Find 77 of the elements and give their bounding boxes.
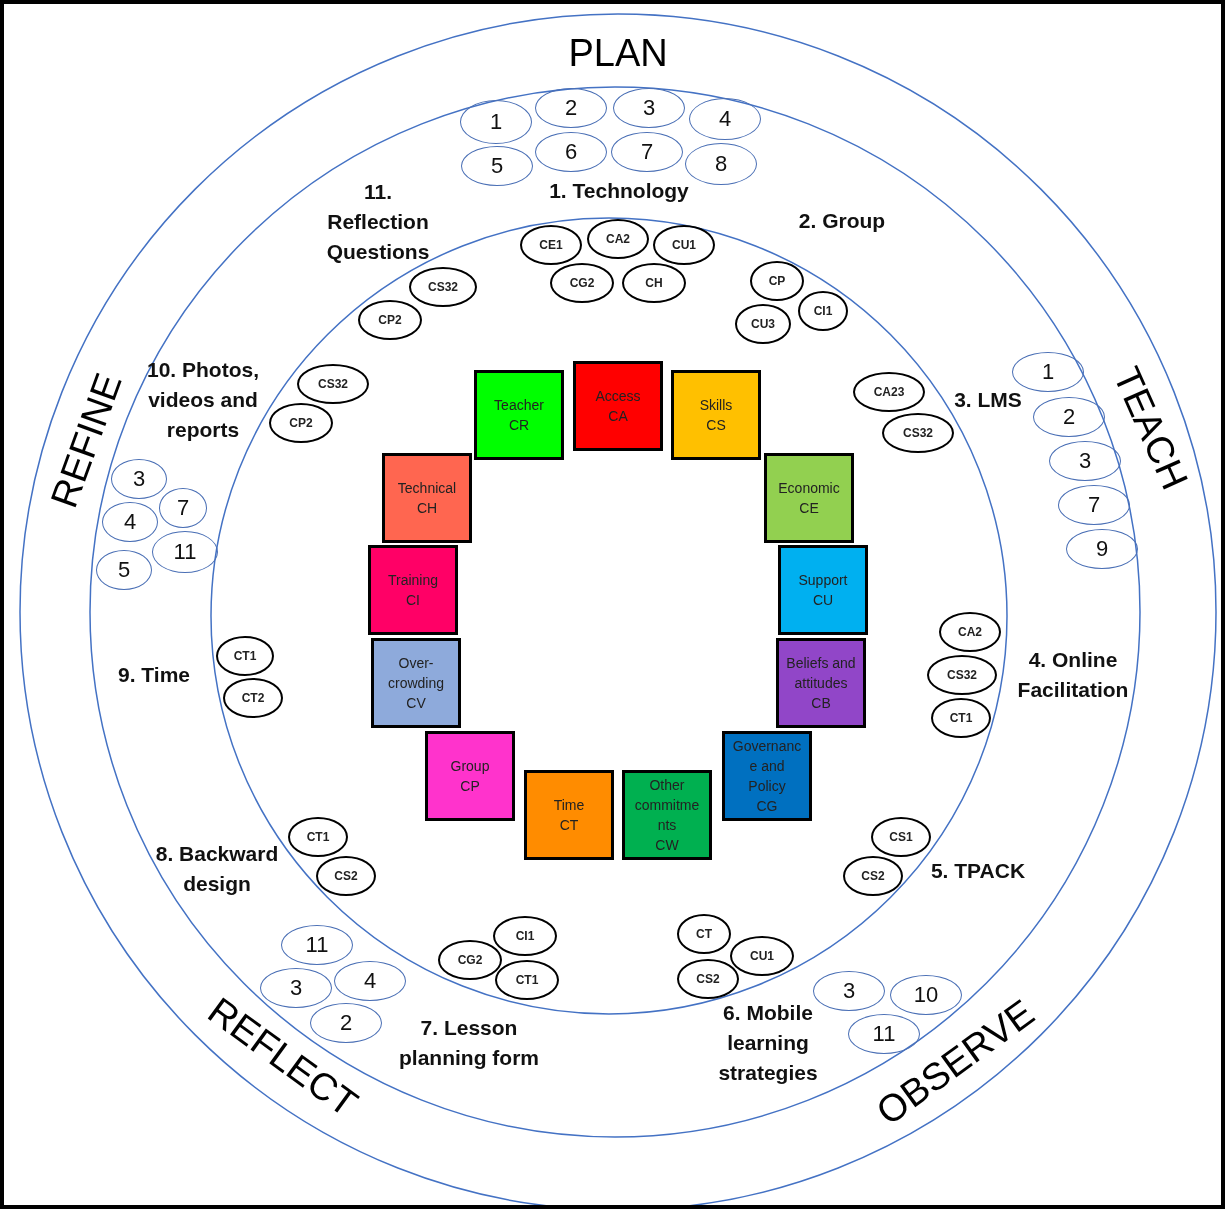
code-ellipse: CS32 bbox=[409, 267, 477, 307]
code-ellipse: CS2 bbox=[843, 856, 903, 896]
category-name: Skills bbox=[699, 396, 733, 415]
category-code: CG bbox=[756, 797, 778, 816]
category-code: CP bbox=[460, 777, 480, 796]
code-ellipse: CS2 bbox=[677, 959, 739, 999]
code-ellipse: CT1 bbox=[288, 817, 348, 857]
theme-label: 2. Group bbox=[797, 208, 887, 234]
category-name: Training bbox=[387, 571, 439, 590]
category-square bbox=[524, 770, 614, 860]
category-name: Beliefs and attitudes bbox=[785, 654, 857, 693]
category-square bbox=[622, 770, 712, 860]
category-name: Other commitments bbox=[633, 776, 701, 835]
category-code: CR bbox=[508, 416, 530, 435]
category-name: Teacher bbox=[494, 396, 544, 415]
category-square bbox=[382, 453, 472, 543]
code-ellipse: CA2 bbox=[939, 612, 1001, 652]
category-square bbox=[776, 638, 866, 728]
theme-label: 7. Lesson planning form bbox=[399, 1015, 539, 1071]
code-ellipse: CT bbox=[677, 914, 731, 954]
category-name: Economic bbox=[778, 479, 840, 498]
category-square bbox=[671, 370, 761, 460]
category-code: CT bbox=[559, 816, 579, 835]
code-ellipse: CS32 bbox=[927, 655, 997, 695]
code-ellipse: CA2 bbox=[587, 219, 649, 259]
category-name: Governance and Policy bbox=[731, 737, 803, 796]
theme-label: 10. Photos, videos and reports bbox=[146, 357, 260, 443]
code-ellipse: CI1 bbox=[493, 916, 557, 956]
category-name: Time bbox=[553, 796, 585, 815]
code-ellipse: CT2 bbox=[223, 678, 283, 718]
category-code: CS bbox=[706, 416, 726, 435]
code-ellipse: CP2 bbox=[358, 300, 422, 340]
category-code: CV bbox=[406, 694, 426, 713]
category-square bbox=[474, 370, 564, 460]
category-code: CU bbox=[812, 591, 834, 610]
category-name: Over-crowding bbox=[387, 654, 445, 693]
code-ellipse: CS32 bbox=[297, 364, 369, 404]
code-ellipse: CS2 bbox=[316, 856, 376, 896]
category-square bbox=[778, 545, 868, 635]
category-square bbox=[368, 545, 458, 635]
category-square bbox=[573, 361, 663, 451]
category-square bbox=[425, 731, 515, 821]
category-square bbox=[722, 731, 812, 821]
code-ellipse: CU1 bbox=[653, 225, 715, 265]
category-code: CH bbox=[416, 499, 438, 518]
code-ellipse: CU1 bbox=[730, 936, 794, 976]
code-ellipse: CT1 bbox=[216, 636, 274, 676]
category-square bbox=[764, 453, 854, 543]
code-ellipse: CP bbox=[750, 261, 804, 301]
code-ellipse: CI1 bbox=[798, 291, 848, 331]
category-code: CI bbox=[406, 591, 420, 610]
category-square bbox=[371, 638, 461, 728]
code-ellipse: CT1 bbox=[495, 960, 559, 1000]
code-ellipse: CS32 bbox=[882, 413, 954, 453]
code-ellipse: CU3 bbox=[735, 304, 791, 344]
category-name: Technical bbox=[397, 479, 457, 498]
category-name: Access bbox=[595, 387, 641, 406]
code-ellipse: CH bbox=[622, 263, 686, 303]
theme-label: 9. Time bbox=[117, 662, 191, 688]
code-ellipse: CE1 bbox=[520, 225, 582, 265]
category-code: CW bbox=[655, 836, 679, 855]
category-name: Group bbox=[450, 757, 490, 776]
stage-heading: PLAN bbox=[568, 31, 668, 75]
code-ellipse: CG2 bbox=[550, 263, 614, 303]
theme-label: 11. Reflection Questions bbox=[325, 179, 431, 265]
theme-label: 5. TPACK bbox=[929, 858, 1027, 884]
code-ellipse: CS1 bbox=[871, 817, 931, 857]
code-ellipse: CA23 bbox=[853, 372, 925, 412]
theme-label: 8. Backward design bbox=[154, 841, 280, 897]
category-code: CB bbox=[811, 694, 831, 713]
category-code: CA bbox=[608, 407, 628, 426]
code-ellipse: CG2 bbox=[438, 940, 502, 980]
code-ellipse: CP2 bbox=[269, 403, 333, 443]
category-code: CE bbox=[799, 499, 819, 518]
theme-label: 4. Online Facilitation bbox=[1016, 647, 1130, 703]
category-name: Support bbox=[798, 571, 848, 590]
code-ellipse: CT1 bbox=[931, 698, 991, 738]
